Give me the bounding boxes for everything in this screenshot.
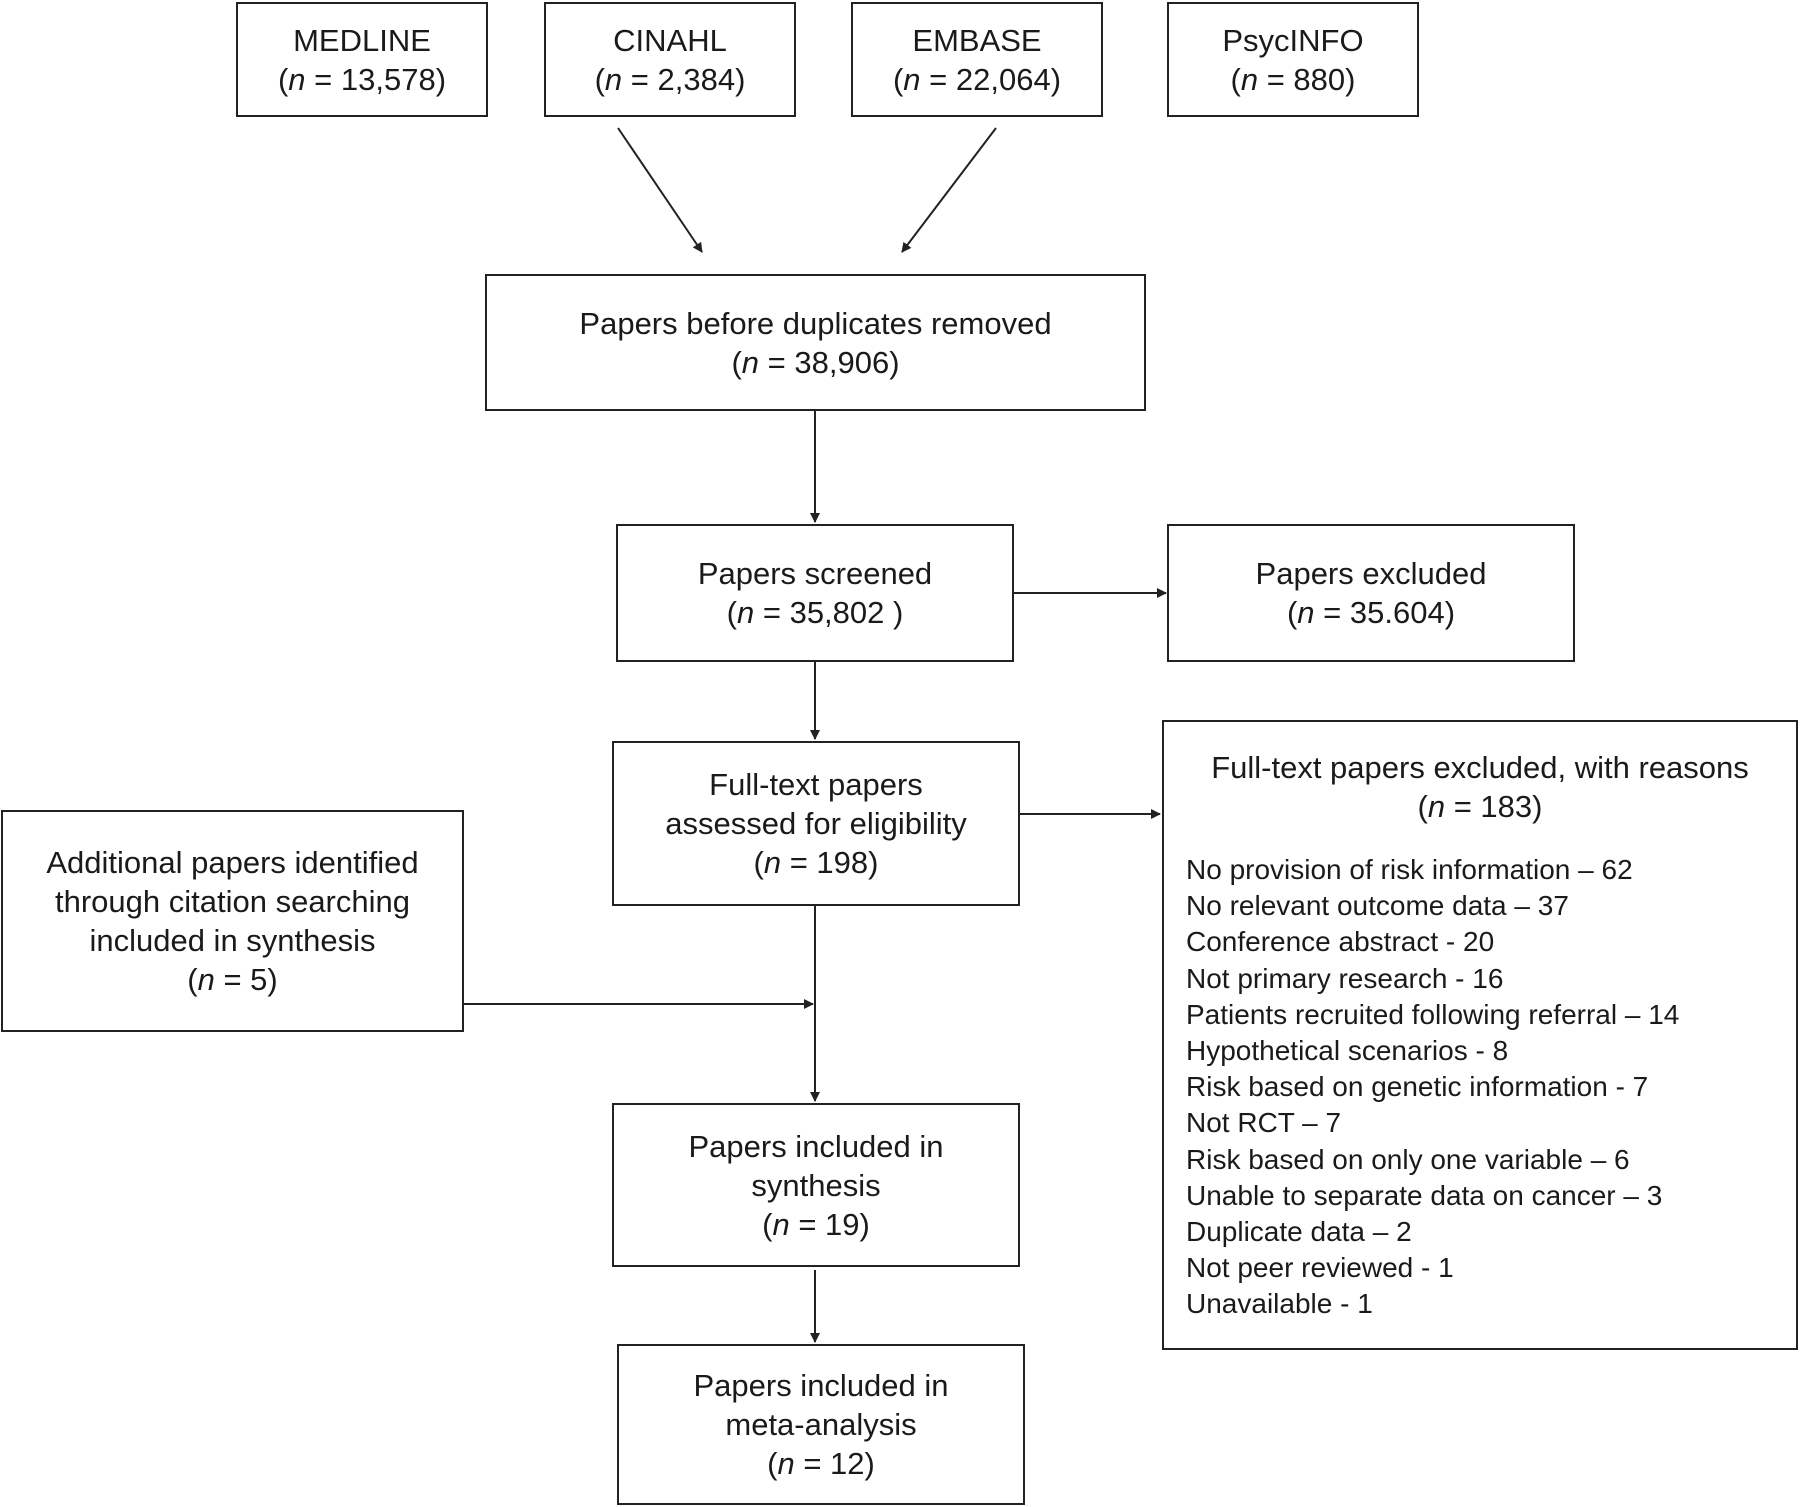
list-item: Not primary research - 16	[1186, 962, 1504, 994]
list-item: Risk based on genetic information - 7	[1186, 1071, 1649, 1103]
list-item: Not RCT – 7	[1186, 1107, 1342, 1139]
box-count: 183	[1480, 789, 1533, 824]
box-count: 198	[816, 845, 869, 880]
list-item: Duplicate data – 2	[1186, 1216, 1412, 1248]
arrow-cinahl-to-before	[617, 127, 703, 253]
list-item: No provision of risk information – 62	[1186, 854, 1633, 885]
box-label-line1: Papers included in	[688, 1128, 944, 1164]
list-item: Unable to separate data on cancer – 3	[1186, 1179, 1663, 1211]
box-label-line1: Full-text papers	[709, 767, 923, 802]
source-box-medline: MEDLINE (n = 13,578)	[236, 2, 488, 117]
full-text-excluded-box: Full-text papers excluded, with reasons …	[1162, 720, 1798, 1350]
box-count: 5	[250, 962, 268, 997]
source-name: PsycINFO	[1222, 22, 1364, 58]
source-box-cinahl: CINAHL (n = 2,384)	[544, 2, 796, 117]
box-label: Papers before duplicates removed	[579, 305, 1052, 341]
box-count: 35.604	[1349, 595, 1445, 630]
box-label-line1: Additional papers identified	[46, 845, 419, 880]
list-item: Conference abstract - 20	[1186, 926, 1495, 958]
list-item: Patients recruited following referral – …	[1186, 998, 1680, 1030]
source-count: 13,578	[340, 61, 436, 97]
box-label-line2: synthesis	[751, 1167, 881, 1203]
list-item: Unavailable - 1	[1186, 1288, 1373, 1320]
list-item: Risk based on only one variable – 6	[1186, 1143, 1630, 1175]
source-count: 2,384	[657, 61, 736, 97]
full-text-assessed-box: Full-text papers assessed for eligibilit…	[612, 741, 1020, 906]
box-count: 12	[830, 1446, 865, 1481]
source-name: CINAHL	[613, 22, 727, 58]
box-label-line2: meta-analysis	[725, 1407, 917, 1442]
exclusion-reasons-list: No provision of risk information – 62 No…	[1164, 852, 1796, 1323]
box-count: 35,802	[789, 595, 894, 630]
list-item: Hypothetical scenarios - 8	[1186, 1035, 1509, 1067]
list-item: No relevant outcome data – 37	[1186, 890, 1569, 922]
box-label-line2: through citation searching	[54, 884, 410, 919]
source-box-embase: EMBASE (n = 22,064)	[851, 2, 1103, 117]
source-name: MEDLINE	[293, 22, 431, 58]
box-label: Full-text papers excluded, with reasons	[1211, 750, 1749, 785]
source-box-psycinfo: PsycINFO (n = 880)	[1167, 2, 1419, 117]
meta-analysis-box: Papers included in meta-analysis (n = 12…	[617, 1344, 1025, 1505]
box-count: 19	[825, 1206, 860, 1242]
box-label-line3: included in synthesis	[89, 923, 376, 958]
arrow-embase-to-before	[901, 127, 997, 253]
source-count: 880	[1293, 61, 1346, 97]
screened-box: Papers screened (n = 35,802 )	[616, 524, 1014, 662]
source-name: EMBASE	[912, 22, 1042, 58]
box-label-line1: Papers included in	[693, 1368, 949, 1403]
additional-papers-box: Additional papers identified through cit…	[1, 810, 464, 1032]
before-duplicates-box: Papers before duplicates removed (n = 38…	[485, 274, 1146, 411]
excluded-box: Papers excluded (n = 35.604)	[1167, 524, 1575, 662]
box-label: Papers screened	[697, 556, 933, 591]
box-label-line2: assessed for eligibility	[665, 806, 967, 841]
source-count: 22,064	[955, 61, 1051, 97]
list-item: Not peer reviewed - 1	[1186, 1252, 1454, 1284]
box-label: Papers excluded	[1255, 556, 1487, 591]
box-count: 38,906	[794, 344, 890, 380]
synthesis-box: Papers included in synthesis (n = 19)	[612, 1103, 1020, 1267]
